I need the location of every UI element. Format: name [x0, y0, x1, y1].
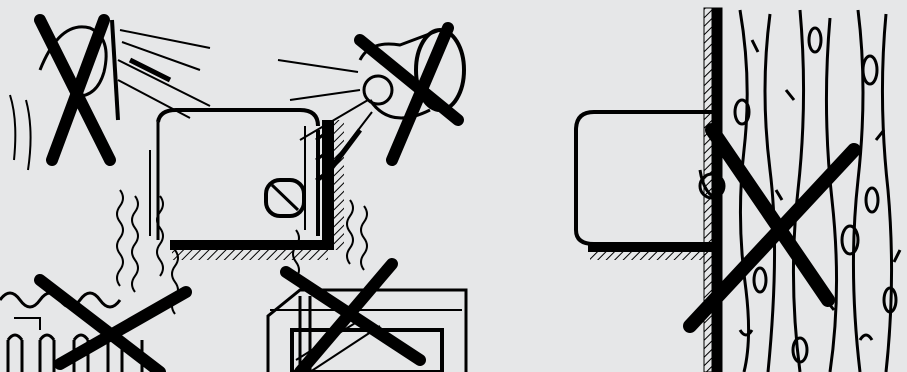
x-mark-icon	[40, 20, 110, 160]
wood-grain-icon	[704, 8, 900, 372]
x-mark-icon	[40, 280, 186, 372]
right-scene	[576, 8, 900, 372]
left-scene	[0, 20, 466, 372]
wall-right	[588, 244, 714, 260]
air-conditioner-unit-left	[150, 110, 318, 240]
air-conditioner-unit-right	[576, 112, 724, 244]
x-mark-icon	[286, 264, 420, 372]
x-mark-icon	[360, 28, 458, 160]
